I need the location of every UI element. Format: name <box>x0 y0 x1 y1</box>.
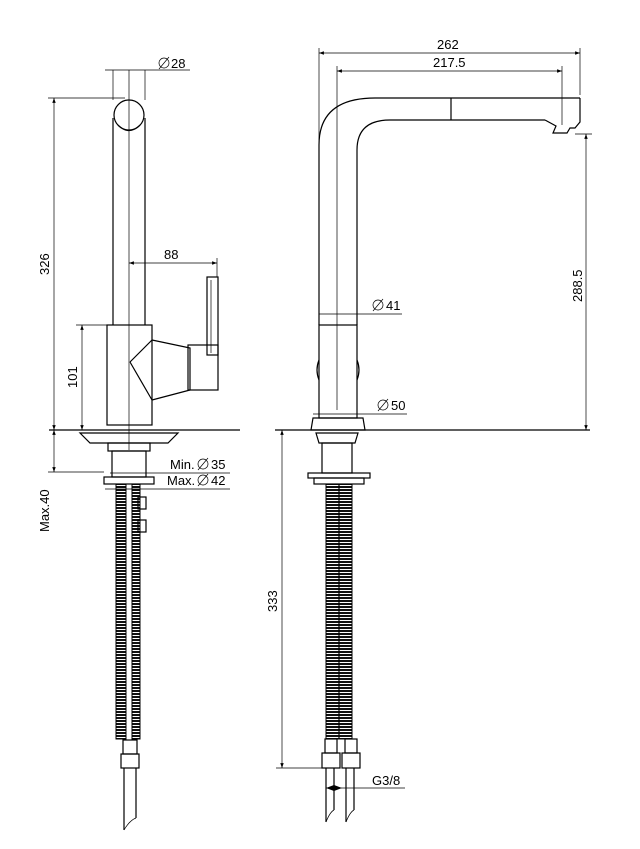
dim-column-diameter-label: 41 <box>386 298 400 313</box>
dim-body-height-label: 101 <box>65 366 80 388</box>
dim-total-height: 326 <box>37 97 125 430</box>
dim-spout-reach-label: 217.5 <box>433 55 466 70</box>
side-column-body <box>316 324 360 419</box>
front-hoses <box>115 483 147 831</box>
dim-max-deck-label: Max.40 <box>37 489 52 532</box>
deck-plate <box>49 429 240 485</box>
side-view: 262 217.5 288.5 41 50 <box>265 37 592 823</box>
dim-overall-length: 262 <box>318 37 581 140</box>
dim-column-diameter: 41 <box>319 298 402 315</box>
side-deck-plate <box>275 417 590 485</box>
dim-spout-diameter-label: 28 <box>171 56 185 71</box>
dim-spout-reach: 217.5 <box>336 55 563 140</box>
dim-hole-min-value: 35 <box>211 457 225 472</box>
dim-connection: G3/8 <box>326 773 405 791</box>
dim-hose-length-label: 333 <box>265 590 280 612</box>
dim-total-height-label: 326 <box>37 253 52 275</box>
faucet-body <box>106 324 191 426</box>
dim-spout-height: 288.5 <box>570 133 592 430</box>
faucet-column <box>112 70 146 450</box>
dim-hole-max-prefix: Max. <box>167 473 195 488</box>
dim-spout-height-label: 288.5 <box>570 269 585 302</box>
dim-hose-length: 333 <box>265 430 322 769</box>
dim-max-deck: Max.40 <box>37 430 104 532</box>
side-hoses <box>321 483 361 823</box>
dim-base-diameter-label: 50 <box>391 398 405 413</box>
dim-connection-label: G3/8 <box>372 773 400 788</box>
dim-lever-reach: 88 <box>129 247 218 277</box>
dim-hole-max-value: 42 <box>211 473 225 488</box>
dim-spout-diameter: 28 <box>105 56 190 100</box>
dim-hole-max: Max. 42 <box>105 473 230 490</box>
dim-body-height: 101 <box>65 324 107 430</box>
dim-base-diameter: 50 <box>313 398 407 415</box>
dim-overall-length-label: 262 <box>437 37 459 52</box>
dim-hole-min-prefix: Min. <box>170 457 195 472</box>
dim-hole-min: Min. 35 <box>110 457 230 474</box>
front-view: 28 88 326 101 Max.40 Min. <box>37 56 240 831</box>
dim-lever-reach-label: 88 <box>164 247 178 262</box>
faucet-lever <box>187 276 219 391</box>
spout-arm <box>318 97 581 410</box>
